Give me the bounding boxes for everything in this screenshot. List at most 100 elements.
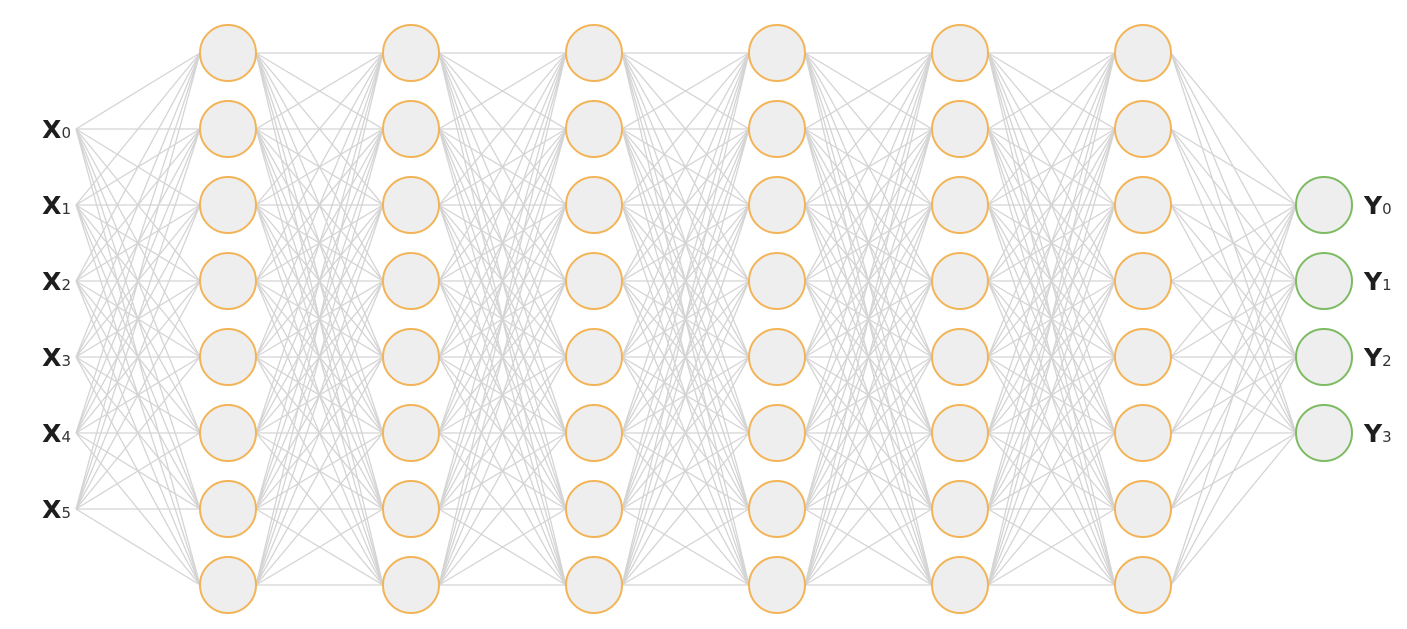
edge-l2-8-6	[438, 432, 567, 586]
edge-l1-5-1	[255, 52, 384, 358]
hidden-node-l1-n3	[199, 176, 257, 234]
hidden-node-l3-n2	[565, 100, 623, 158]
edge-l0-6-8	[75, 508, 201, 586]
edge-l3-7-1	[621, 52, 750, 510]
edge-l2-3-1	[438, 52, 567, 206]
edge-l4-8-3	[804, 204, 933, 586]
hidden-node-l2-n7	[382, 480, 440, 538]
edge-l2-2-1	[438, 52, 567, 130]
edge-l4-3-1	[804, 52, 933, 206]
hidden-node-l4-n8	[748, 556, 806, 614]
edge-l4-8-4	[804, 280, 933, 586]
edge-l2-8-2	[438, 128, 567, 586]
edge-l6-8-2	[1170, 280, 1297, 586]
edge-l5-5-1	[987, 52, 1116, 358]
hidden-node-l6-n7	[1114, 480, 1172, 538]
hidden-node-l1-n6	[199, 404, 257, 462]
edge-l2-8-3	[438, 204, 567, 586]
hidden-node-l2-n1	[382, 24, 440, 82]
hidden-node-l2-n5	[382, 328, 440, 386]
edge-l1-2-1	[255, 52, 384, 130]
hidden-node-l3-n3	[565, 176, 623, 234]
edge-l0-1-1	[75, 52, 201, 130]
hidden-node-l1-n1	[199, 24, 257, 82]
edge-l6-7-1	[1170, 204, 1297, 510]
edge-l5-6-1	[987, 52, 1116, 434]
hidden-node-l5-n3	[931, 176, 989, 234]
edge-l3-3-1	[621, 52, 750, 206]
edge-l0-6-2	[75, 128, 201, 510]
edge-l4-8-6	[804, 432, 933, 586]
hidden-node-l6-n1	[1114, 24, 1172, 82]
edge-l0-6-5	[75, 356, 201, 510]
edge-l4-4-1	[804, 52, 933, 282]
hidden-node-l6-n8	[1114, 556, 1172, 614]
edge-l5-3-1	[987, 52, 1116, 206]
input-label-x4: X4	[42, 419, 71, 448]
edge-l4-7-1	[804, 52, 933, 510]
hidden-node-l3-n6	[565, 404, 623, 462]
edge-l3-2-1	[621, 52, 750, 130]
hidden-node-l1-n4	[199, 252, 257, 310]
hidden-node-l1-n7	[199, 480, 257, 538]
hidden-node-l2-n3	[382, 176, 440, 234]
input-label-x1: X1	[42, 191, 71, 220]
hidden-node-l6-n3	[1114, 176, 1172, 234]
edge-l5-2-1	[987, 52, 1116, 130]
edge-l6-5-1	[1170, 204, 1297, 358]
edge-l3-8-7	[621, 508, 750, 586]
edge-l6-8-1	[1170, 204, 1297, 586]
edge-l1-8-6	[255, 432, 384, 586]
edge-l6-4-1	[1170, 204, 1297, 282]
hidden-node-l4-n3	[748, 176, 806, 234]
edge-l5-8-5	[987, 356, 1116, 586]
edge-l0-6-6	[75, 432, 201, 510]
edge-l0-6-4	[75, 280, 201, 510]
edge-l2-8-4	[438, 280, 567, 586]
edge-l2-8-7	[438, 508, 567, 586]
hidden-node-l1-n2	[199, 100, 257, 158]
edge-l3-8-6	[621, 432, 750, 586]
hidden-node-l4-n7	[748, 480, 806, 538]
output-label-y1: Y1	[1363, 267, 1392, 296]
edge-l5-8-6	[987, 432, 1116, 586]
hidden-node-l3-n1	[565, 24, 623, 82]
edge-l4-8-7	[804, 508, 933, 586]
edge-l0-6-3	[75, 204, 201, 510]
edge-l6-8-4	[1170, 432, 1297, 586]
hidden-node-l5-n2	[931, 100, 989, 158]
edge-l6-1-1	[1170, 52, 1297, 206]
edge-l1-8-2	[255, 128, 384, 586]
edge-l5-4-1	[987, 52, 1116, 282]
edge-l3-8-3	[621, 204, 750, 586]
hidden-node-l3-n4	[565, 252, 623, 310]
hidden-node-l2-n4	[382, 252, 440, 310]
edge-l1-8-3	[255, 204, 384, 586]
edge-l0-3-1	[75, 52, 201, 282]
edge-l3-8-2	[621, 128, 750, 586]
edge-l5-8-4	[987, 280, 1116, 586]
output-label-y2: Y2	[1363, 343, 1392, 372]
hidden-node-l5-n8	[931, 556, 989, 614]
edge-l1-7-1	[255, 52, 384, 510]
hidden-node-l1-n5	[199, 328, 257, 386]
output-node-y3	[1295, 404, 1353, 462]
edge-l0-4-1	[75, 52, 201, 358]
edge-l5-8-1	[987, 52, 1116, 586]
edge-l0-6-1	[75, 52, 201, 510]
edge-l2-6-1	[438, 52, 567, 434]
hidden-node-l4-n6	[748, 404, 806, 462]
hidden-node-l1-n8	[199, 556, 257, 614]
output-label-y3: Y3	[1363, 419, 1392, 448]
edge-l1-4-1	[255, 52, 384, 282]
edge-l5-7-1	[987, 52, 1116, 510]
edge-l4-5-1	[804, 52, 933, 358]
hidden-node-l5-n4	[931, 252, 989, 310]
hidden-node-l3-n7	[565, 480, 623, 538]
hidden-node-l4-n5	[748, 328, 806, 386]
edge-l5-8-7	[987, 508, 1116, 586]
hidden-node-l4-n1	[748, 24, 806, 82]
edge-l0-2-1	[75, 52, 201, 206]
edge-l3-8-5	[621, 356, 750, 586]
